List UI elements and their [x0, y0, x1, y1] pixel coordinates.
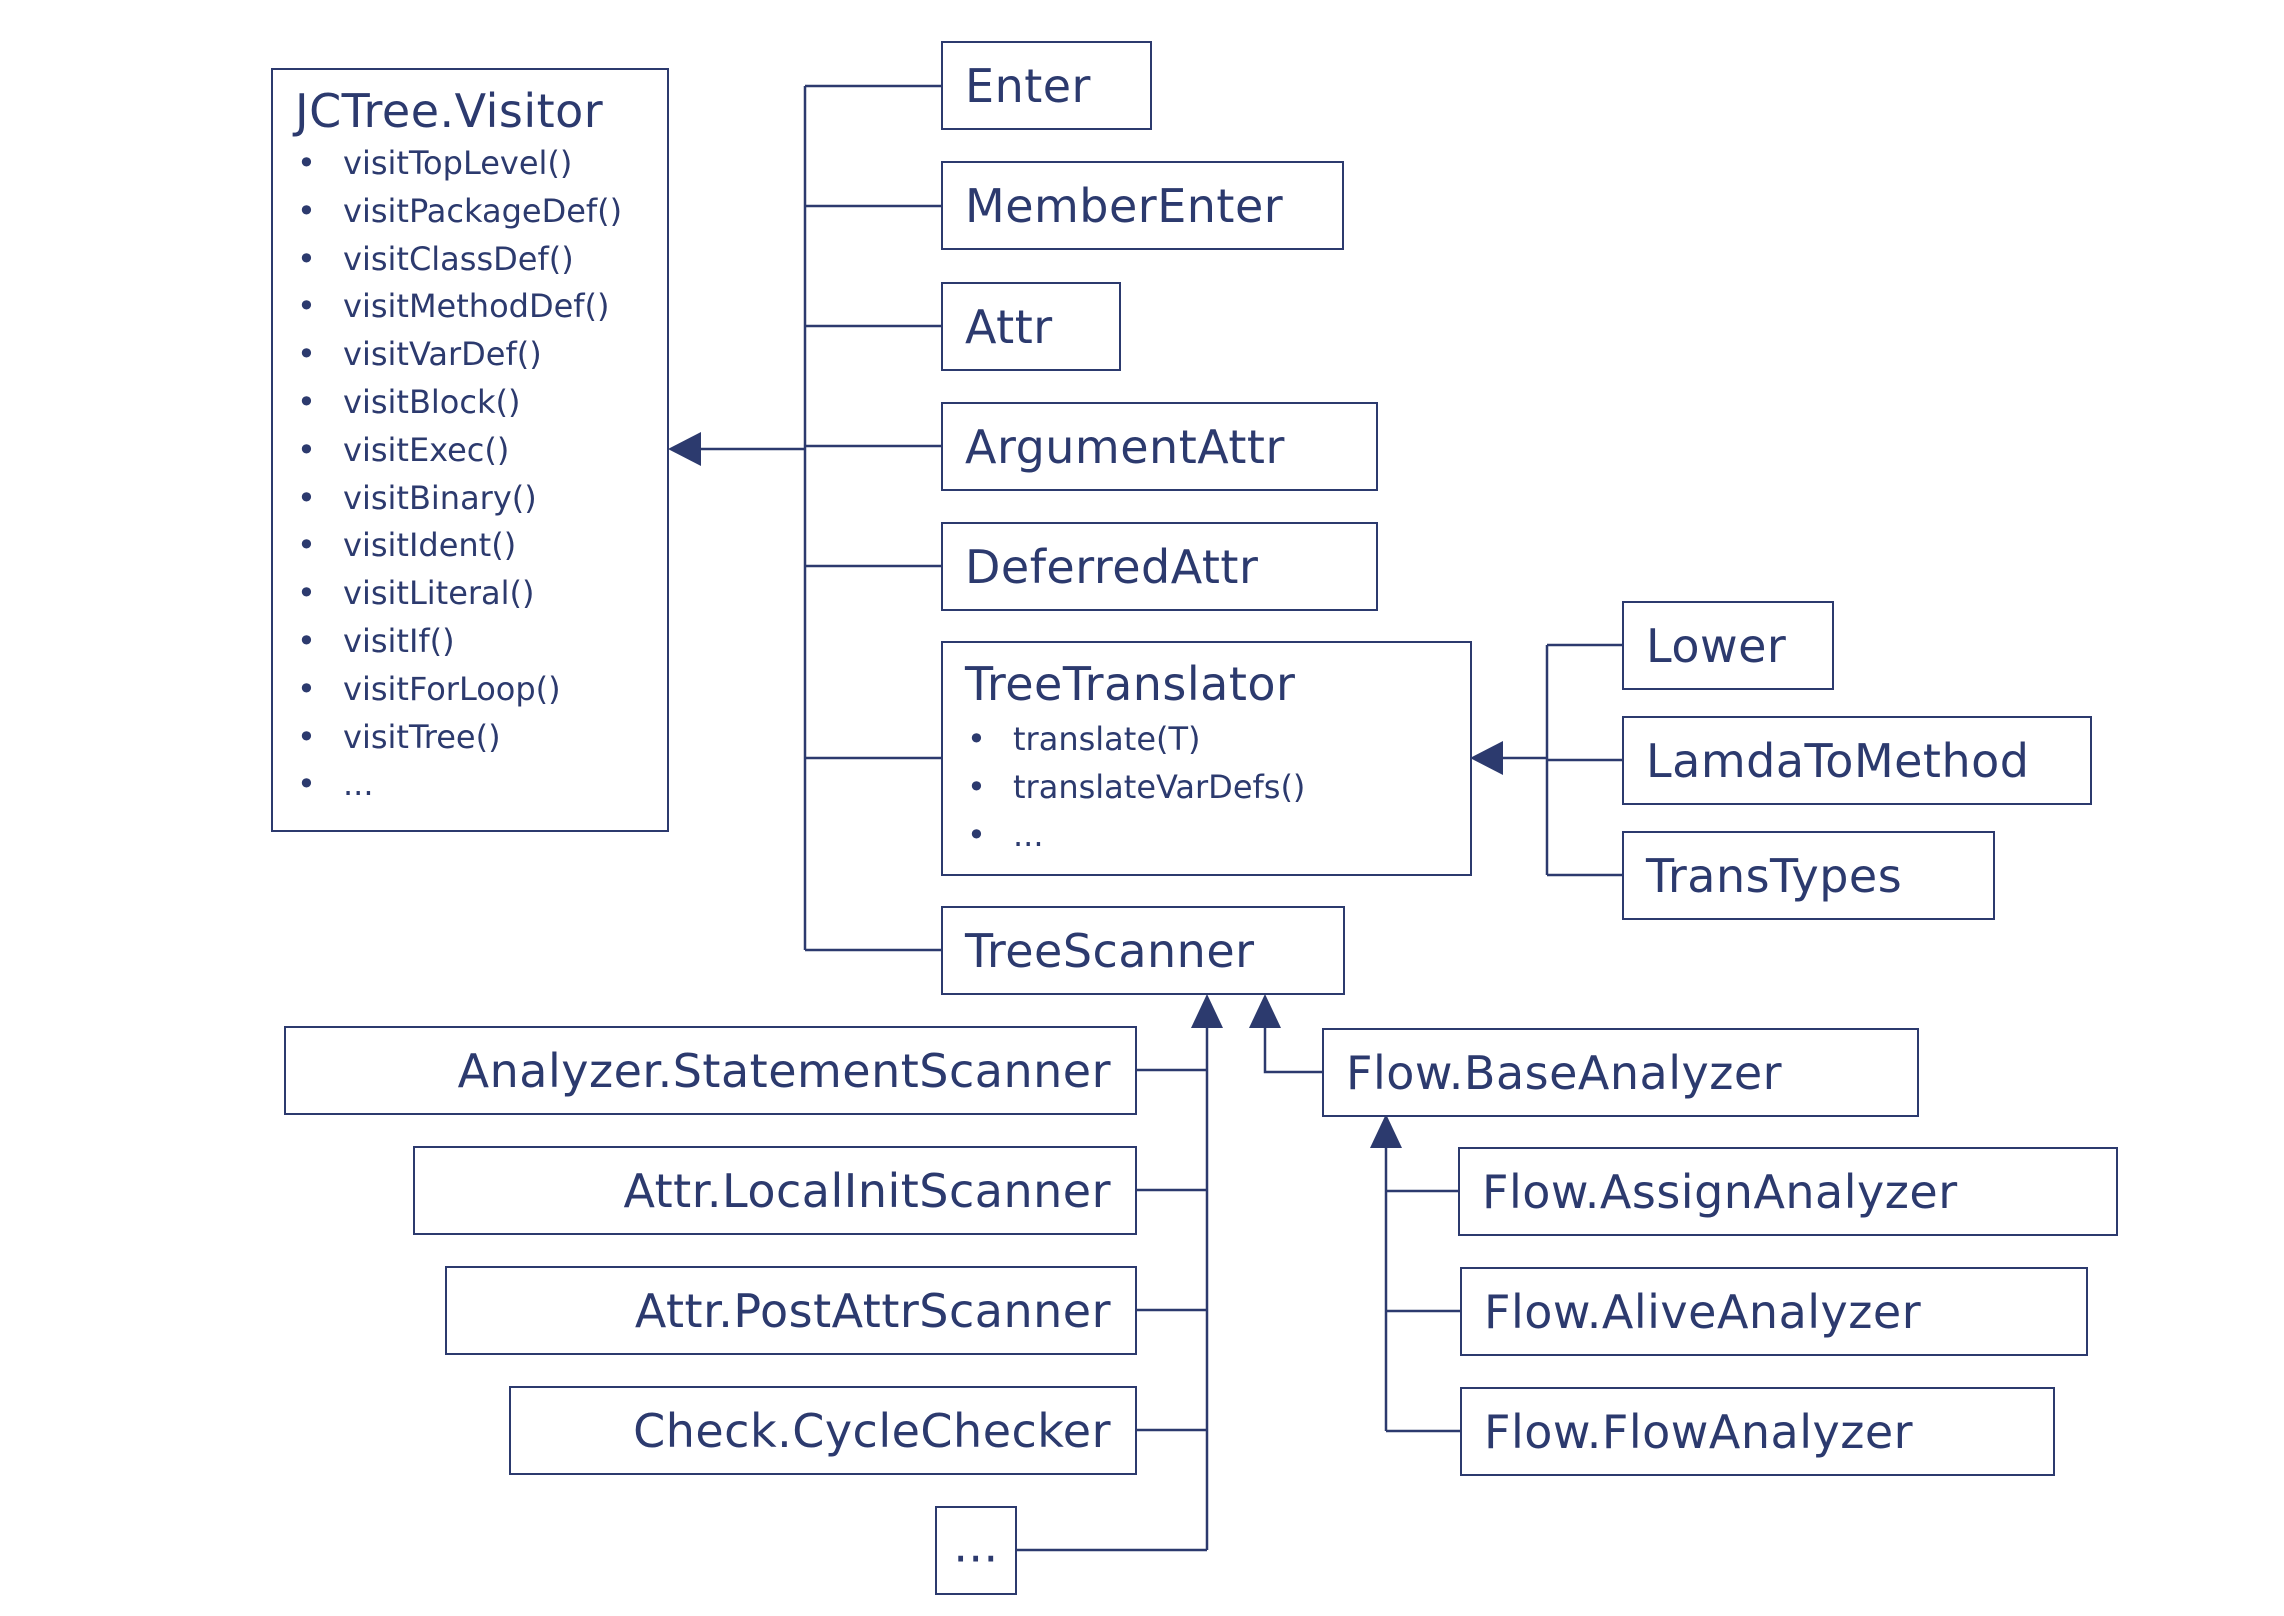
local-init-scanner-box: Attr.LocalInitScanner — [413, 1146, 1137, 1235]
visitor-method: visitPackageDef() — [293, 188, 622, 236]
deferred-attr-box: DeferredAttr — [941, 522, 1378, 611]
link-base-analyzer — [1263, 1018, 1322, 1074]
assign-analyzer-box: Flow.AssignAnalyzer — [1458, 1147, 2118, 1236]
tree-translator-method-list: translate(T) translateVarDefs() ... — [963, 716, 1305, 859]
base-analyzer-label: Flow.BaseAnalyzer — [1346, 1045, 1783, 1100]
visitor-method: visitBlock() — [293, 379, 622, 427]
visitor-method: visitForLoop() — [293, 666, 622, 714]
lower-box: Lower — [1622, 601, 1834, 690]
tree-translator-method: ... — [963, 812, 1305, 860]
arrowhead-visitor — [668, 432, 701, 466]
arrowhead-tree-scanner-a — [1191, 994, 1223, 1028]
argument-attr-box: ArgumentAttr — [941, 402, 1378, 491]
visitor-method: visitBinary() — [293, 475, 622, 523]
more-scanners-label: ... — [953, 1518, 999, 1573]
visitor-method: visitLiteral() — [293, 570, 622, 618]
lamda-to-method-label: LamdaToMethod — [1646, 733, 2030, 788]
member-enter-box: MemberEnter — [941, 161, 1344, 250]
tree-translator-method: translateVarDefs() — [963, 764, 1305, 812]
argument-attr-label: ArgumentAttr — [965, 419, 1285, 474]
alive-analyzer-box: Flow.AliveAnalyzer — [1460, 1267, 2088, 1356]
alive-analyzer-label: Flow.AliveAnalyzer — [1484, 1284, 1922, 1339]
lower-label: Lower — [1646, 618, 1787, 673]
tree-translator-box: TreeTranslator translate(T) translateVar… — [941, 641, 1472, 876]
assign-analyzer-label: Flow.AssignAnalyzer — [1482, 1164, 1958, 1219]
trans-types-label: TransTypes — [1646, 848, 1903, 903]
lamda-to-method-box: LamdaToMethod — [1622, 716, 2092, 805]
more-scanners-box: ... — [935, 1506, 1017, 1595]
arrowhead-tree-translator — [1470, 741, 1503, 775]
base-analyzer-box: Flow.BaseAnalyzer — [1322, 1028, 1919, 1117]
visitor-method: visitClassDef() — [293, 236, 622, 284]
visitor-method: visitIf() — [293, 618, 622, 666]
arrowhead-base-analyzer — [1370, 1114, 1402, 1148]
visitor-method: ... — [293, 761, 622, 809]
visitor-title: JCTree.Visitor — [295, 84, 604, 138]
statement-scanner-box: Analyzer.StatementScanner — [284, 1026, 1137, 1115]
flow-analyzer-label: Flow.FlowAnalyzer — [1484, 1404, 1914, 1459]
tree-translator-title: TreeTranslator — [965, 657, 1296, 711]
tree-scanner-label: TreeScanner — [965, 923, 1255, 978]
enter-box: Enter — [941, 41, 1152, 130]
cycle-checker-box: Check.CycleChecker — [509, 1386, 1137, 1475]
visitor-method-list: visitTopLevel() visitPackageDef() visitC… — [293, 140, 622, 809]
flow-analyzer-box: Flow.FlowAnalyzer — [1460, 1387, 2055, 1476]
statement-scanner-label: Analyzer.StatementScanner — [457, 1043, 1111, 1098]
cycle-checker-label: Check.CycleChecker — [633, 1403, 1111, 1458]
deferred-attr-label: DeferredAttr — [965, 539, 1259, 594]
trans-types-box: TransTypes — [1622, 831, 1995, 920]
enter-label: Enter — [965, 58, 1091, 113]
visitor-interface-box: JCTree.Visitor visitTopLevel() visitPack… — [271, 68, 669, 832]
tree-translator-method: translate(T) — [963, 716, 1305, 764]
visitor-method: visitExec() — [293, 427, 622, 475]
post-attr-scanner-label: Attr.PostAttrScanner — [634, 1283, 1111, 1338]
attr-label: Attr — [965, 299, 1053, 354]
visitor-method: visitMethodDef() — [293, 283, 622, 331]
visitor-method: visitTopLevel() — [293, 140, 622, 188]
post-attr-scanner-box: Attr.PostAttrScanner — [445, 1266, 1137, 1355]
visitor-method: visitIdent() — [293, 522, 622, 570]
member-enter-label: MemberEnter — [965, 178, 1284, 233]
tree-scanner-box: TreeScanner — [941, 906, 1345, 995]
attr-box: Attr — [941, 282, 1121, 371]
arrowhead-tree-scanner-b — [1249, 994, 1281, 1028]
visitor-method: visitVarDef() — [293, 331, 622, 379]
local-init-scanner-label: Attr.LocalInitScanner — [623, 1163, 1111, 1218]
visitor-method: visitTree() — [293, 714, 622, 762]
